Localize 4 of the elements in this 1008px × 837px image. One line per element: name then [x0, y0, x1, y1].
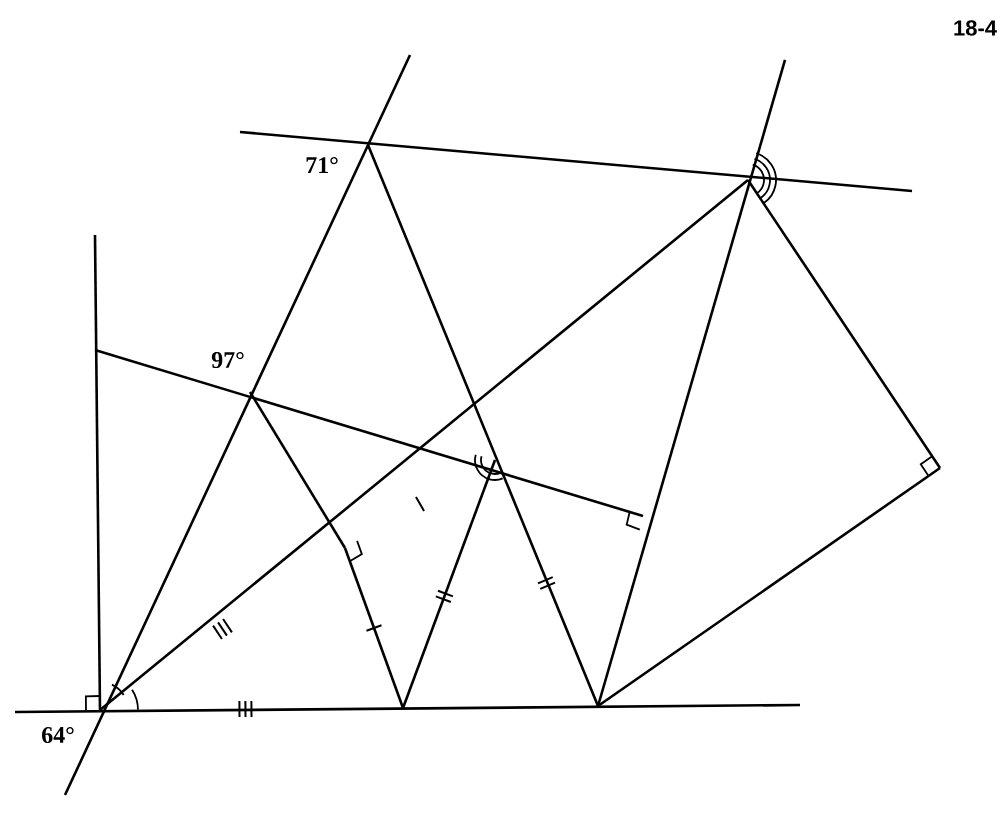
figure-number: 18-4 — [954, 20, 997, 36]
angle-label: 64° — [42, 726, 74, 744]
angle-label: 71° — [306, 157, 338, 173]
angle-label: 97° — [211, 351, 244, 369]
